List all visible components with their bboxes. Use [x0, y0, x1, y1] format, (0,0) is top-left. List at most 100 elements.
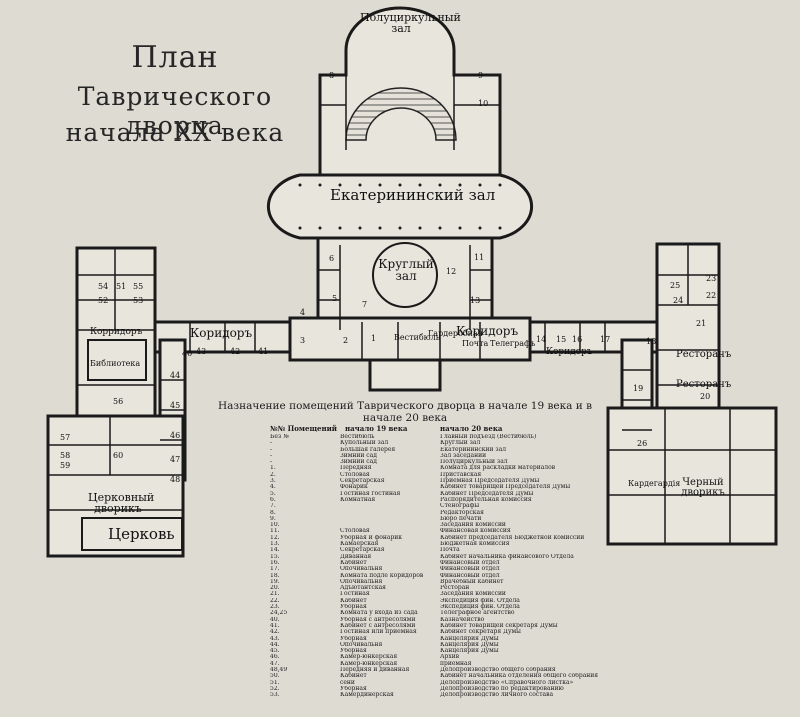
legend-cell: Делопроизводство общего собрания: [440, 666, 556, 673]
label-church: Церковь: [108, 525, 175, 543]
legend-cell: Распорядительная комиссия: [440, 496, 532, 503]
legend-cell: Передняя: [340, 465, 372, 472]
round-hall: [372, 242, 438, 308]
legend-row: 10.Заседания комиссий: [270, 522, 620, 528]
legend-cell: Финансовый отдел: [440, 566, 500, 573]
legend-cell: Почта: [440, 547, 460, 554]
legend-cell: 22.: [270, 597, 280, 604]
legend-cell: -: [270, 452, 273, 459]
label-church-yard: Церковный дворикъ: [88, 491, 155, 515]
room-number: 55: [133, 282, 144, 291]
legend-cell: 48,49: [270, 666, 288, 673]
legend-row: 7.Стенографы: [270, 503, 620, 509]
legend-cell: Кабинет начальника отделения общего собр…: [440, 673, 599, 680]
legend-cell: Стенографы: [440, 503, 480, 510]
amphitheater-seats: [345, 87, 457, 141]
legend-cell: Комнатная: [340, 496, 376, 503]
label-round-hall: Круглый зал: [378, 257, 434, 283]
legend-cell: 53.: [270, 692, 280, 699]
legend-cell: Врачебный кабинет: [440, 578, 504, 585]
room-number: 4: [300, 308, 306, 317]
room-number: 8: [329, 71, 335, 80]
room-number: 17: [600, 335, 611, 344]
legend-cell: Кабинет: [340, 673, 367, 680]
legend-cell: Секретарская: [340, 478, 385, 485]
legend-cell: 24,25: [270, 610, 288, 617]
legend-cell: 41.: [270, 622, 280, 629]
room-number: 13: [470, 296, 481, 305]
legend-cell: Гостиная или приемная: [340, 629, 417, 636]
legend-cell: Гостиная: [340, 591, 370, 598]
label-library: Библиотека: [90, 359, 141, 368]
legend-cell: Адъютантская: [340, 585, 386, 592]
legend-row: 50. Кабинет Кабинет начальника отделения о…: [270, 673, 620, 679]
legend-cell: Финансовый отдел: [440, 572, 500, 579]
legend-row: 9. Бюро печати: [270, 516, 620, 522]
label-garden-yard: Кардегардія: [628, 479, 681, 488]
room-number: 40: [182, 349, 193, 358]
legend-cell: 19.: [270, 578, 280, 585]
room-number: 41: [258, 347, 269, 356]
legend-cell: Заседания комиссий: [440, 591, 506, 598]
library-room: [87, 339, 147, 381]
room-number: 48: [170, 475, 181, 484]
room-number: 20: [700, 392, 711, 401]
legend-cell: 2.: [270, 471, 276, 478]
legend-cell: Зимний сад: [340, 452, 377, 459]
legend-cell: 43.: [270, 635, 280, 642]
legend-cell: Комната у входа из сада: [340, 610, 418, 617]
legend-cell: Большая галерея: [340, 446, 396, 453]
label-corridor-left: Коридоръ: [190, 326, 253, 340]
legend-cell: Канцелярия Думы: [440, 635, 499, 642]
legend-cell: Ресторан: [440, 585, 470, 592]
legend-header-19c: начало 19 века: [345, 424, 408, 433]
room-number: 23: [706, 274, 717, 283]
legend-cell: Главный подъезд (Вестибюль): [440, 434, 537, 440]
legend-cell: Уборная: [340, 648, 367, 655]
legend-cell: Финансовый отдел: [440, 559, 500, 566]
legend-cell: Кабинет Председателя Думы: [440, 490, 534, 497]
legend-cell: 4.: [270, 484, 276, 491]
room-number: 58: [60, 451, 71, 460]
legend-cell: 17.: [270, 566, 280, 573]
legend-cell: 13.: [270, 541, 280, 548]
room-number: 54: [98, 282, 109, 291]
legend-cell: 23.: [270, 604, 280, 611]
right-yard-block: [606, 406, 778, 546]
label-vestibule: Вестибюль: [394, 333, 441, 342]
legend-cell: 5.: [270, 490, 276, 497]
room-number: 53: [133, 296, 144, 305]
legend-cell: Кабинет председателя Бюджетной комиссии: [440, 534, 585, 541]
room-number: 25: [670, 281, 681, 290]
legend-cell: Кабинет: [340, 597, 367, 604]
legend-cell: Кабинет с антресолями: [340, 622, 416, 629]
front-porch: [368, 358, 442, 392]
legend-cell: Опочивальня: [340, 566, 383, 573]
legend-cell: Заседания комиссий: [440, 522, 506, 529]
legend-cell: 50.: [270, 673, 280, 680]
legend-cell: Купольный зал: [340, 440, 389, 447]
legend-cell: Опочивальня: [340, 578, 383, 585]
legend-caption: Назначение помещений Таврического дворца…: [217, 400, 593, 424]
legend-cell: Делопроизводство по редактированию: [440, 685, 564, 692]
room-number: 7: [362, 300, 368, 309]
legend-cell: Бюро печати: [440, 515, 482, 522]
legend-cell: 9.: [270, 515, 276, 522]
legend-cell: 42.: [270, 629, 280, 636]
legend-cell: Телеграфное агентство: [440, 610, 515, 617]
legend-cell: Зимний сад: [340, 459, 377, 466]
legend-cell: -: [270, 440, 273, 447]
legend-cell: Финансовая комиссия: [440, 528, 511, 535]
